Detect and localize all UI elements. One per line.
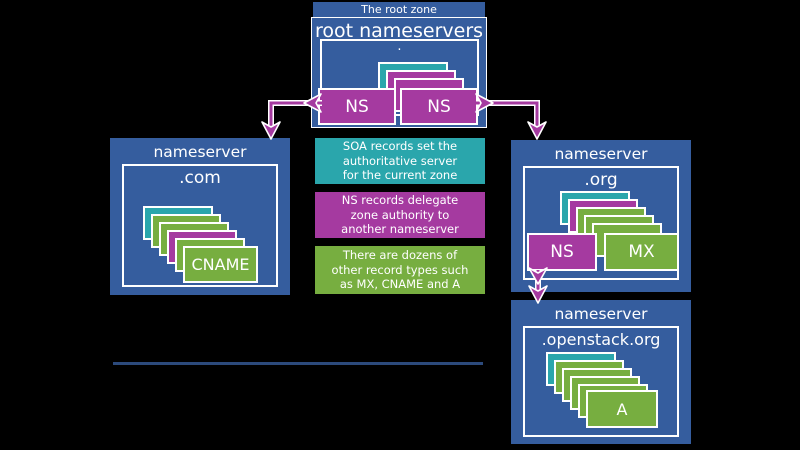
- root-zone-label-bar: The root zone: [313, 2, 485, 17]
- legend-other-records: There are dozens of other record types s…: [315, 246, 485, 294]
- org-zone-label: .org: [584, 170, 618, 190]
- arrow-end-dart-down: [261, 121, 281, 140]
- com-nameserver-box: nameserver .com: [110, 138, 290, 295]
- divider-line: [113, 362, 483, 365]
- root-ns-record-left: NS: [318, 88, 396, 125]
- arrow-end-dart-down: [527, 121, 547, 140]
- org-nameserver-title: nameserver: [554, 145, 648, 163]
- root-inner-box: .: [320, 39, 479, 116]
- org-ns-record: NS: [527, 233, 597, 271]
- com-cname-record: CNAME: [183, 246, 258, 283]
- com-inner-box: .com: [122, 164, 278, 287]
- root-dot-label: .: [397, 39, 402, 54]
- root-ns-record-right: NS: [400, 88, 478, 125]
- com-nameserver-title: nameserver: [153, 143, 247, 161]
- com-zone-label: .com: [179, 168, 221, 188]
- openstack-inner-box: .openstack.org: [523, 326, 679, 437]
- root-zone-label: The root zone: [361, 3, 437, 16]
- org-inner-box: .org: [523, 166, 679, 280]
- openstack-zone-label: .openstack.org: [541, 330, 661, 349]
- legend-soa-records: SOA records set the authoritative server…: [315, 138, 485, 184]
- legend-ns-records: NS records delegate zone authority to an…: [315, 192, 485, 238]
- org-mx-record: MX: [604, 233, 679, 271]
- root-nameservers-title: root nameservers: [314, 20, 484, 42]
- openstack-a-record: A: [586, 390, 658, 428]
- openstack-nameserver-title: nameserver: [554, 305, 648, 323]
